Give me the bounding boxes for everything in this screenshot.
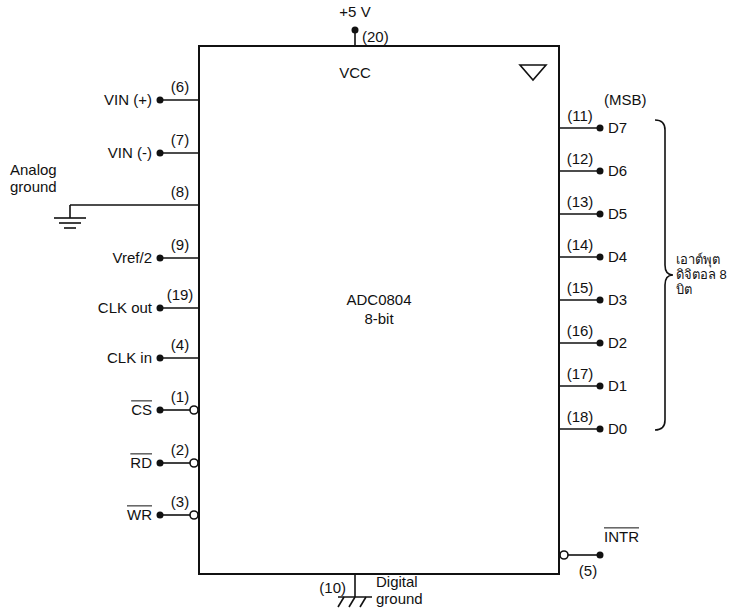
signal-name: Vref/2 — [113, 249, 152, 266]
signal-name: Digital ground — [376, 573, 438, 608]
output-note: เอาต์พุตดิจิตอล 8 บิต — [676, 253, 730, 298]
pin-number: (16) — [567, 322, 594, 339]
signal-name: CLK out — [98, 299, 152, 316]
pin-number: (5) — [579, 562, 597, 579]
signal-name: D3 — [608, 291, 627, 308]
pin-number: (12) — [567, 150, 594, 167]
pin-number: (3) — [171, 493, 189, 510]
signal-name: INTR — [604, 528, 639, 545]
signal-name: Analog ground — [10, 161, 72, 196]
buffer-triangle — [520, 65, 546, 80]
pin-number: (19) — [167, 286, 194, 303]
right-pin-wires — [560, 128, 600, 555]
signal-name: D1 — [608, 377, 627, 394]
left-pin-wires — [70, 100, 198, 515]
signal-name: D4 — [608, 248, 627, 265]
pin-number: (15) — [567, 279, 594, 296]
pin-number: (8) — [171, 183, 189, 200]
supply-label: +5 V — [339, 3, 370, 20]
pin-number: (4) — [171, 336, 189, 353]
signal-name: CS — [131, 401, 152, 418]
chip-name: ADC0804 8-bit — [339, 291, 419, 329]
pin-number: (18) — [567, 408, 594, 425]
pin-number: (7) — [171, 131, 189, 148]
signal-name: CLK in — [107, 349, 152, 366]
analog-ground-symbol — [54, 205, 86, 228]
output-bracket — [655, 120, 673, 430]
terminal-dots — [157, 27, 604, 559]
signal-name: RD — [130, 454, 152, 471]
signal-name: D0 — [608, 420, 627, 437]
pin-number: (11) — [567, 107, 593, 124]
signal-name: D5 — [608, 205, 627, 222]
pin-number: (13) — [567, 193, 594, 210]
pin-number: (10) — [319, 579, 346, 596]
pin-number: (MSB) — [604, 91, 647, 108]
pin-number: (14) — [567, 236, 594, 253]
pin-number: (20) — [362, 28, 389, 45]
pin-number: (1) — [171, 388, 189, 405]
pin-number: (9) — [171, 236, 189, 253]
signal-name: D7 — [608, 119, 627, 136]
signal-name: D6 — [608, 162, 627, 179]
chip-body: ADC0804 8-bit — [198, 45, 560, 575]
signal-name: WR — [127, 506, 152, 523]
signal-name: D2 — [608, 334, 627, 351]
inversion-bubbles — [190, 406, 568, 559]
pin-number: (2) — [171, 441, 189, 458]
signal-name: VIN (-) — [108, 144, 152, 161]
pin-number: (6) — [171, 78, 189, 95]
signal-name: VIN (+) — [104, 91, 152, 108]
signal-name: VCC — [339, 64, 371, 81]
pin-number: (17) — [567, 365, 594, 382]
